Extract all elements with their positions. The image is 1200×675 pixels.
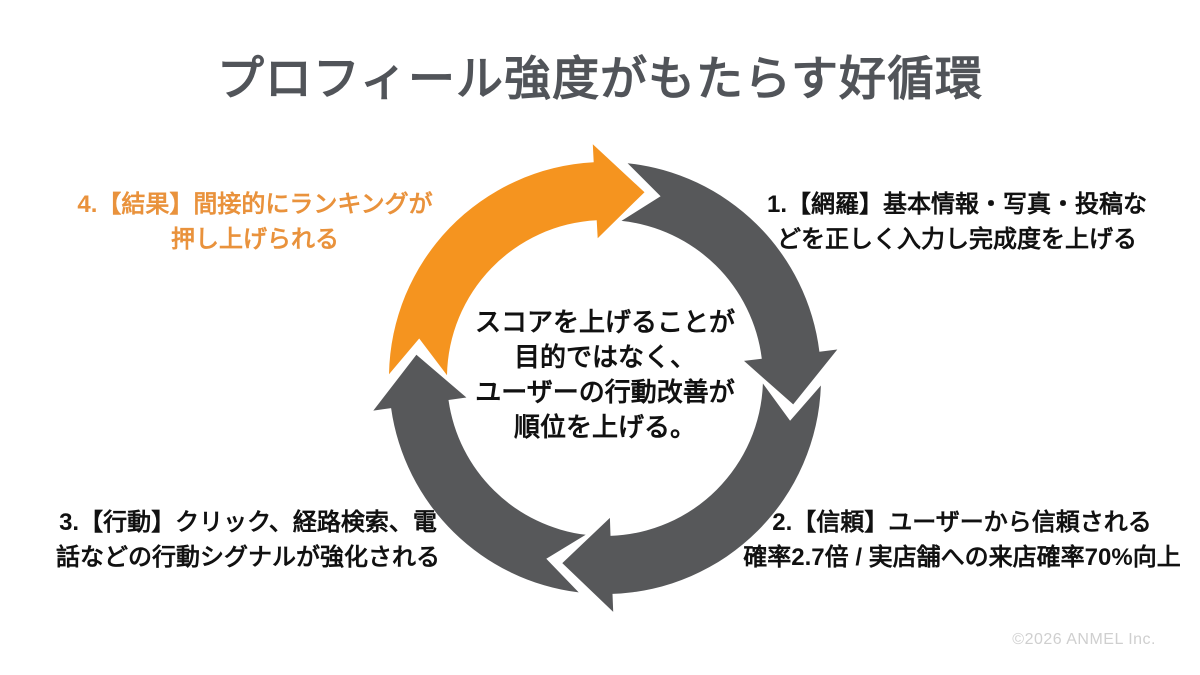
cycle-step-label-4: 4.【結果】間接的にランキングが 押し上げられる [77,191,433,253]
cycle-step-label-3: 3.【行動】クリック、経路検索、電 話などの行動シグナルが強化される [56,509,440,571]
cycle-step-label-1: 1.【網羅】基本情報・写真・投稿な どを正しく入力し完成度を上げる [766,191,1147,253]
cycle-arrow-4 [389,144,645,376]
cycle-step-label-2: 2.【信頼】ユーザーから信頼される 確率2.7倍 / 実店舗への来店確率70%向… [743,509,1181,571]
cycle-center-note: スコアを上げることが 目的ではなく、 ユーザーの行動改善が 順位を上げる。 [474,307,735,442]
cycle-arrow-3 [373,354,586,593]
cycle-arrow-1 [621,163,838,405]
copyright-text: ©2026 ANMEL Inc. [1012,631,1156,648]
cycle-arrow-2 [562,383,821,612]
slide-title: プロフィール強度がもたらす好循環 [216,52,984,105]
